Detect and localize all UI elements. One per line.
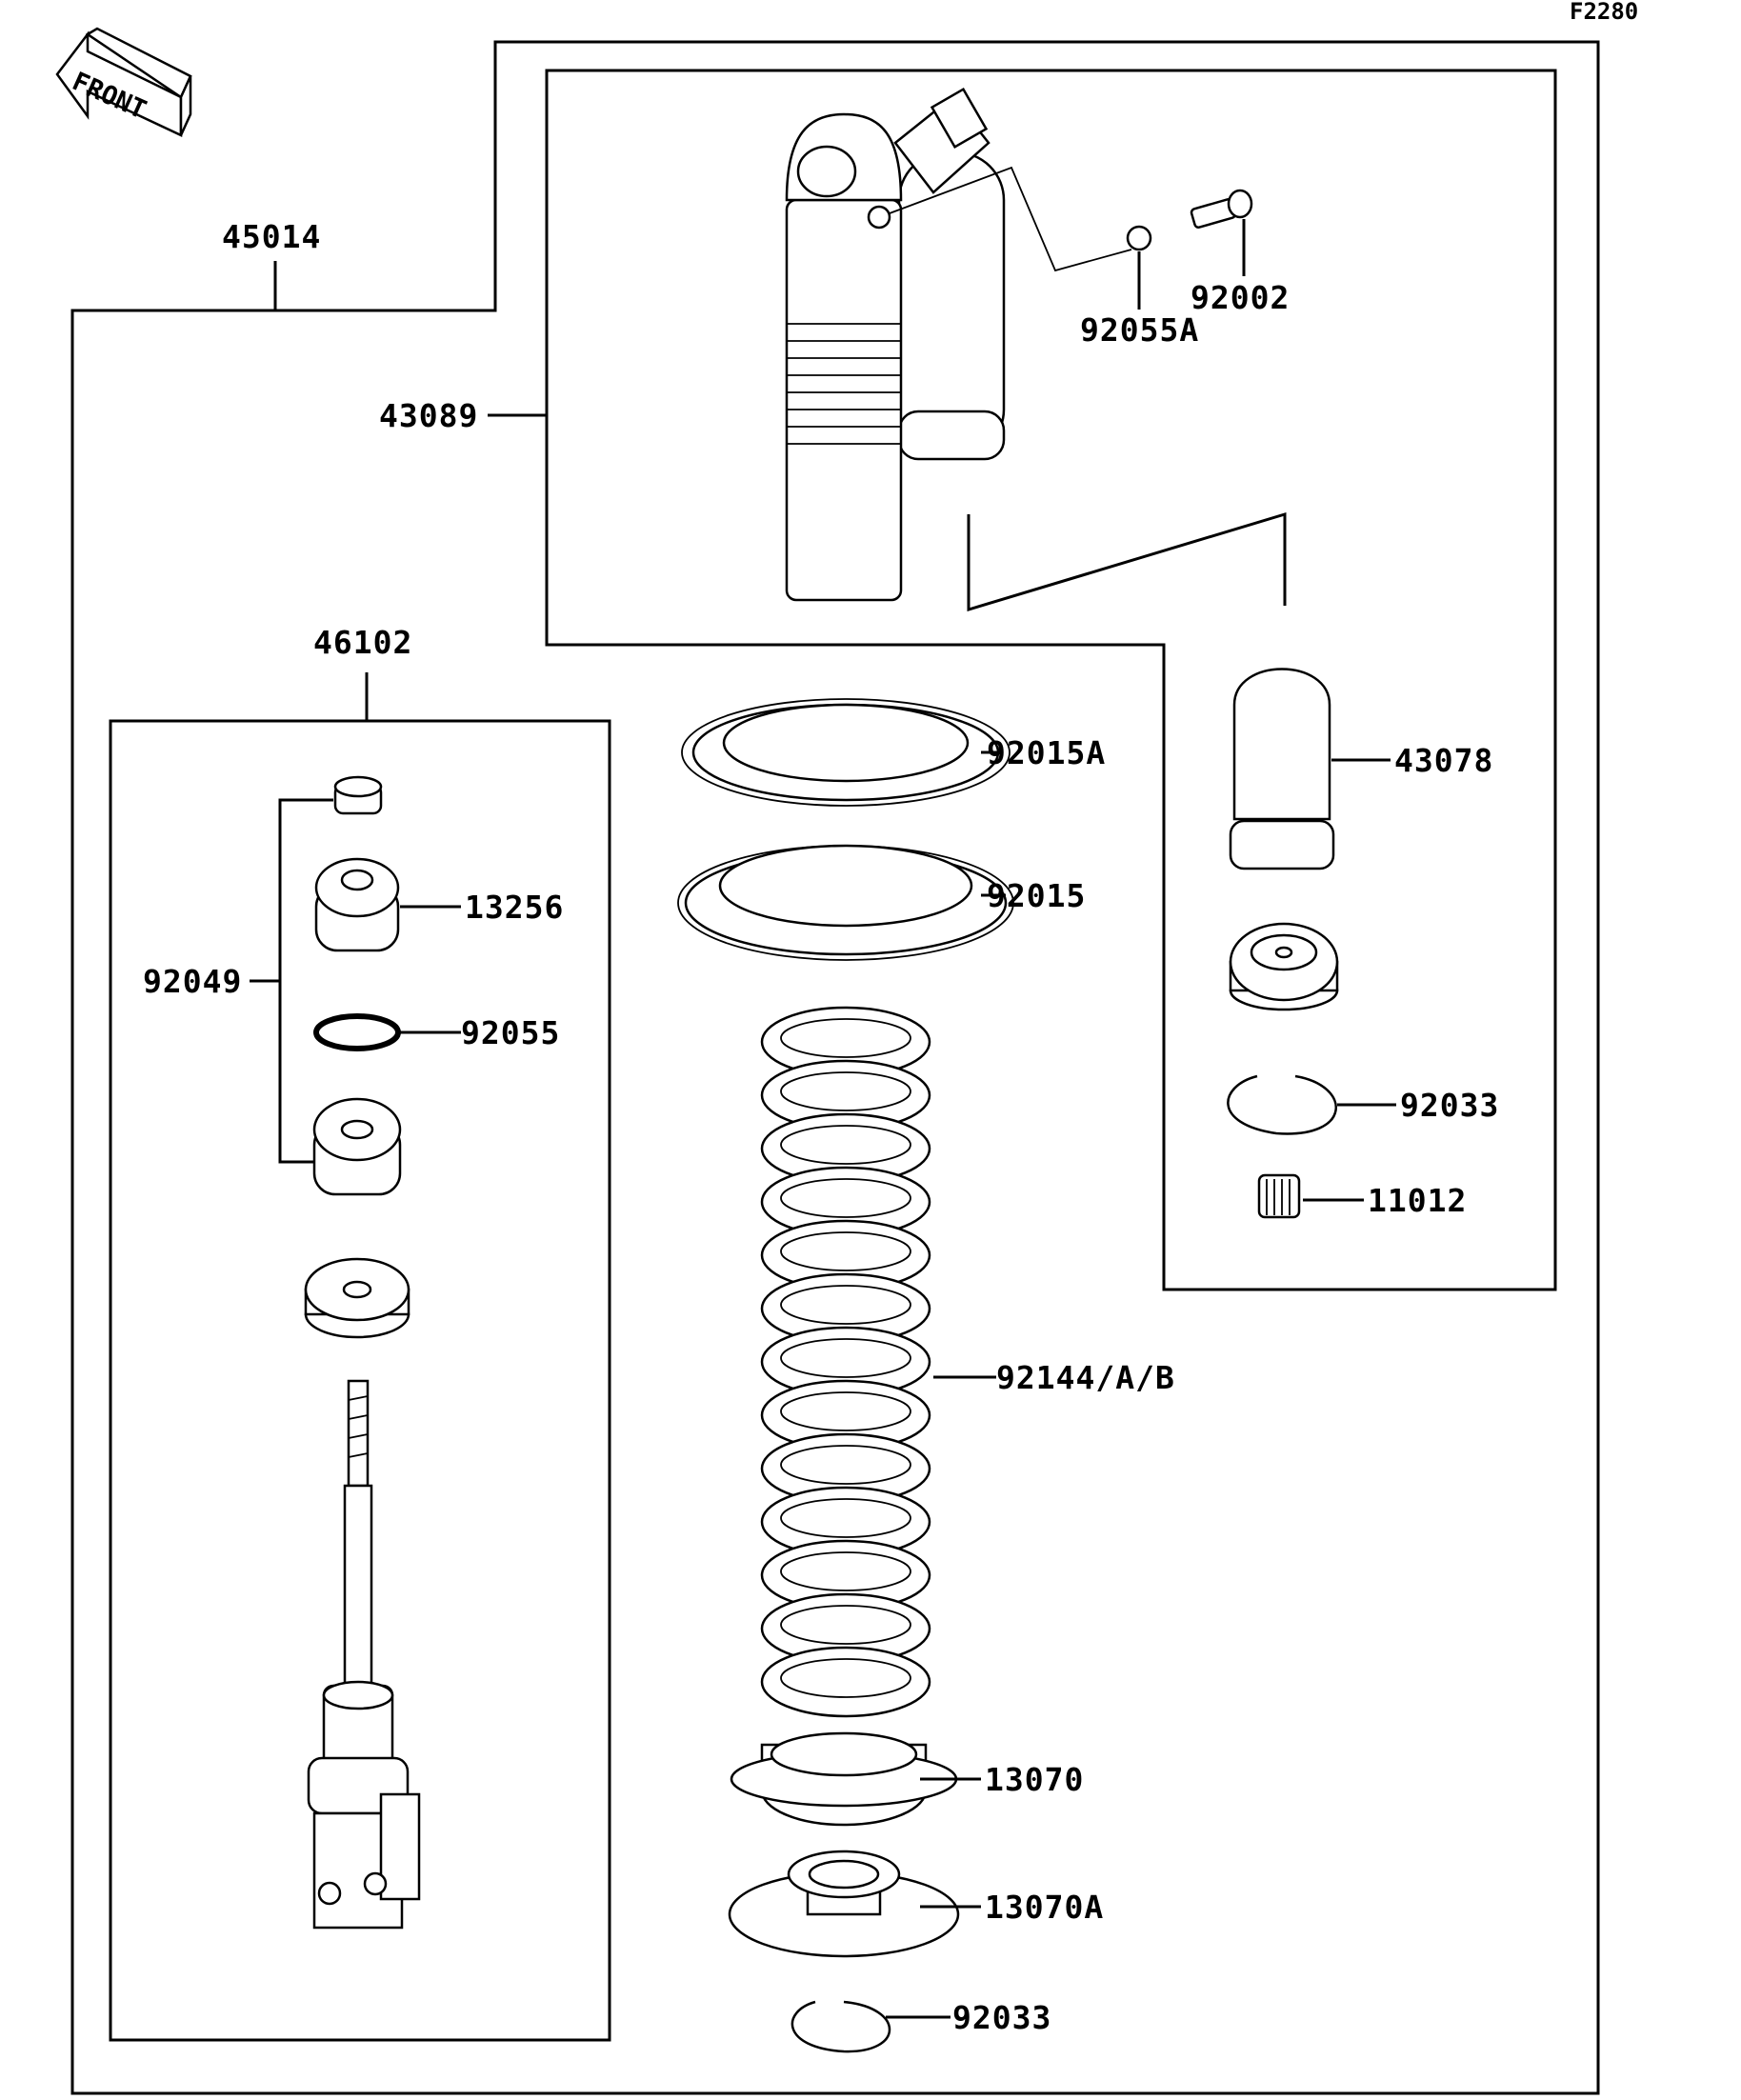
spring-coil	[760, 1646, 931, 1718]
label-13070: 13070	[985, 1761, 1084, 1798]
spring-coil-inner	[780, 1391, 911, 1431]
piston-rod	[307, 1379, 421, 1930]
spring-coil-inner	[780, 1285, 911, 1325]
spring-coil-inner	[780, 1338, 911, 1378]
label-92055: 92055	[461, 1014, 560, 1051]
label-92015: 92015	[987, 877, 1086, 914]
screw-92002	[1190, 189, 1253, 229]
seal-washer	[304, 1257, 410, 1339]
label-92015A: 92015A	[987, 734, 1106, 771]
bushing-13256	[314, 857, 400, 952]
assembly-46102-frame	[109, 719, 611, 2042]
reservoir-cap	[1229, 922, 1339, 1011]
spring-coil-inner	[780, 1125, 911, 1165]
label-43078: 43078	[1394, 742, 1493, 779]
bushing-11012	[1257, 1173, 1301, 1219]
label-92033-lower: 92033	[952, 1999, 1051, 2036]
assembly-45014-frame	[70, 40, 1600, 2095]
o-ring-92055A	[1126, 225, 1152, 251]
spring-92144	[760, 1006, 931, 1718]
snap-ring-92033-lower	[790, 2000, 891, 2053]
label-43089: 43089	[379, 397, 478, 434]
nut	[333, 775, 383, 815]
front-direction-arrow: FRONT	[55, 27, 192, 137]
label-13070A: 13070A	[985, 1889, 1104, 1926]
spring-guide-13070	[730, 1731, 958, 1827]
lock-nut-92015A	[681, 698, 1011, 807]
shock-absorber-body	[785, 88, 1006, 602]
label-11012: 11012	[1368, 1182, 1467, 1219]
snap-ring-92033-upper	[1227, 1074, 1338, 1135]
spring-coil-inner	[780, 1658, 911, 1698]
o-ring-92055	[313, 1013, 401, 1051]
label-92144: 92144/A/B	[996, 1359, 1175, 1396]
spring-coil-inner	[780, 1178, 911, 1218]
adjusting-nut-92015	[677, 844, 1014, 961]
reservoir-43078	[1229, 668, 1335, 870]
spring-coil-inner	[780, 1445, 911, 1485]
spring-coil-inner	[780, 1071, 911, 1111]
label-13256: 13256	[465, 889, 564, 926]
label-92055A: 92055A	[1080, 311, 1199, 349]
spring-coil-inner	[780, 1551, 911, 1591]
label-92002: 92002	[1191, 279, 1290, 316]
assembly-43089-frame	[545, 69, 1557, 1291]
spring-guide-13070A	[728, 1850, 960, 1958]
label-46102: 46102	[313, 624, 412, 661]
figure-code: F2280	[1570, 0, 1638, 25]
label-92033-upper: 92033	[1400, 1087, 1499, 1124]
label-45014: 45014	[222, 218, 321, 255]
spring-coil-inner	[780, 1498, 911, 1538]
spring-coil-inner	[780, 1605, 911, 1645]
spring-coil-inner	[780, 1018, 911, 1058]
spring-coil-inner	[780, 1231, 911, 1271]
label-92049: 92049	[143, 963, 242, 1000]
bushing-lower	[312, 1097, 402, 1196]
